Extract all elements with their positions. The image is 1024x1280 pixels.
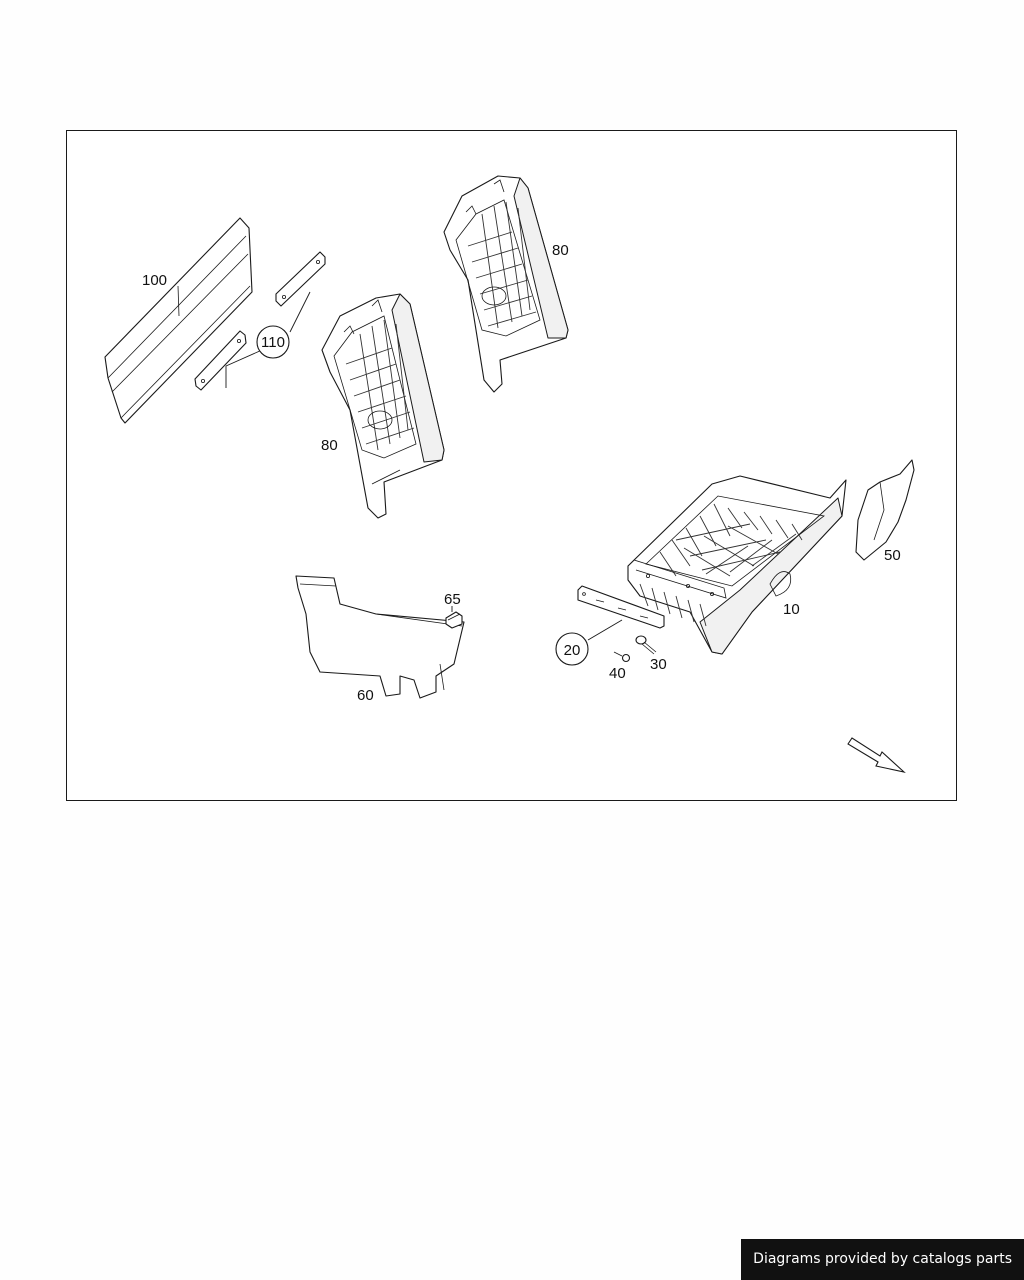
callout-circle-110 [256, 325, 290, 359]
part-60-side-panel[interactable] [295, 575, 465, 699]
callout-label-100: 100 [142, 272, 167, 289]
part-80-seat-back-rear[interactable] [443, 175, 569, 393]
part-110-brackets[interactable] [194, 251, 326, 391]
callout-10[interactable]: 10 [783, 601, 800, 618]
callout-label-110: 110 [261, 334, 285, 351]
callout-label-80-rear: 80 [552, 242, 569, 259]
callout-40[interactable]: 40 [609, 665, 626, 682]
part-50-end-cover[interactable] [855, 459, 915, 561]
catalog-credit-badge: Diagrams provided by catalogs parts [741, 1239, 1024, 1280]
part-40-nut[interactable] [613, 651, 631, 663]
callout-label-20: 20 [564, 642, 581, 659]
callout-label-65: 65 [444, 591, 461, 608]
direction-arrow-icon [847, 737, 906, 773]
callout-30[interactable]: 30 [650, 656, 667, 673]
callout-80-rear[interactable]: 80 [552, 242, 569, 259]
callout-100[interactable]: 100 [142, 272, 167, 289]
part-20-mounting-strip[interactable] [577, 585, 665, 629]
callout-label-40: 40 [609, 665, 626, 682]
part-30-bolt[interactable] [635, 635, 657, 655]
callout-20[interactable]: 20 [555, 632, 589, 666]
callout-50[interactable]: 50 [884, 547, 901, 564]
callout-label-80-front: 80 [321, 437, 338, 454]
callout-80-front[interactable]: 80 [321, 437, 338, 454]
callout-110[interactable]: 110 [256, 325, 290, 359]
part-65-clip[interactable] [445, 611, 463, 629]
callout-60[interactable]: 60 [357, 687, 374, 704]
part-100-trim-strip[interactable] [104, 217, 253, 424]
callout-65[interactable]: 65 [444, 591, 461, 608]
leader-lines [225, 291, 623, 641]
part-80-seat-back-front[interactable] [321, 293, 445, 519]
callout-circle-20 [555, 632, 589, 666]
callout-label-50: 50 [884, 547, 901, 564]
callout-label-30: 30 [650, 656, 667, 673]
part-10-storage-tray[interactable] [627, 475, 847, 655]
callout-label-10: 10 [783, 601, 800, 618]
callout-label-60: 60 [357, 687, 374, 704]
